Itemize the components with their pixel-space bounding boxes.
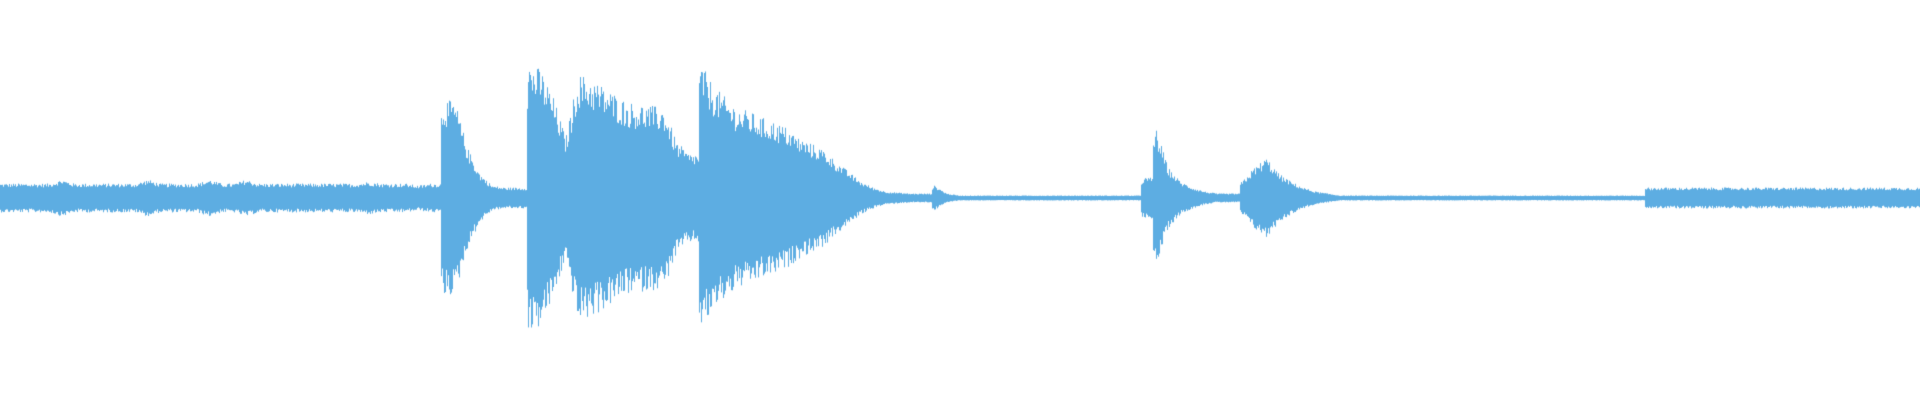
audio-waveform[interactable]	[0, 0, 1920, 400]
